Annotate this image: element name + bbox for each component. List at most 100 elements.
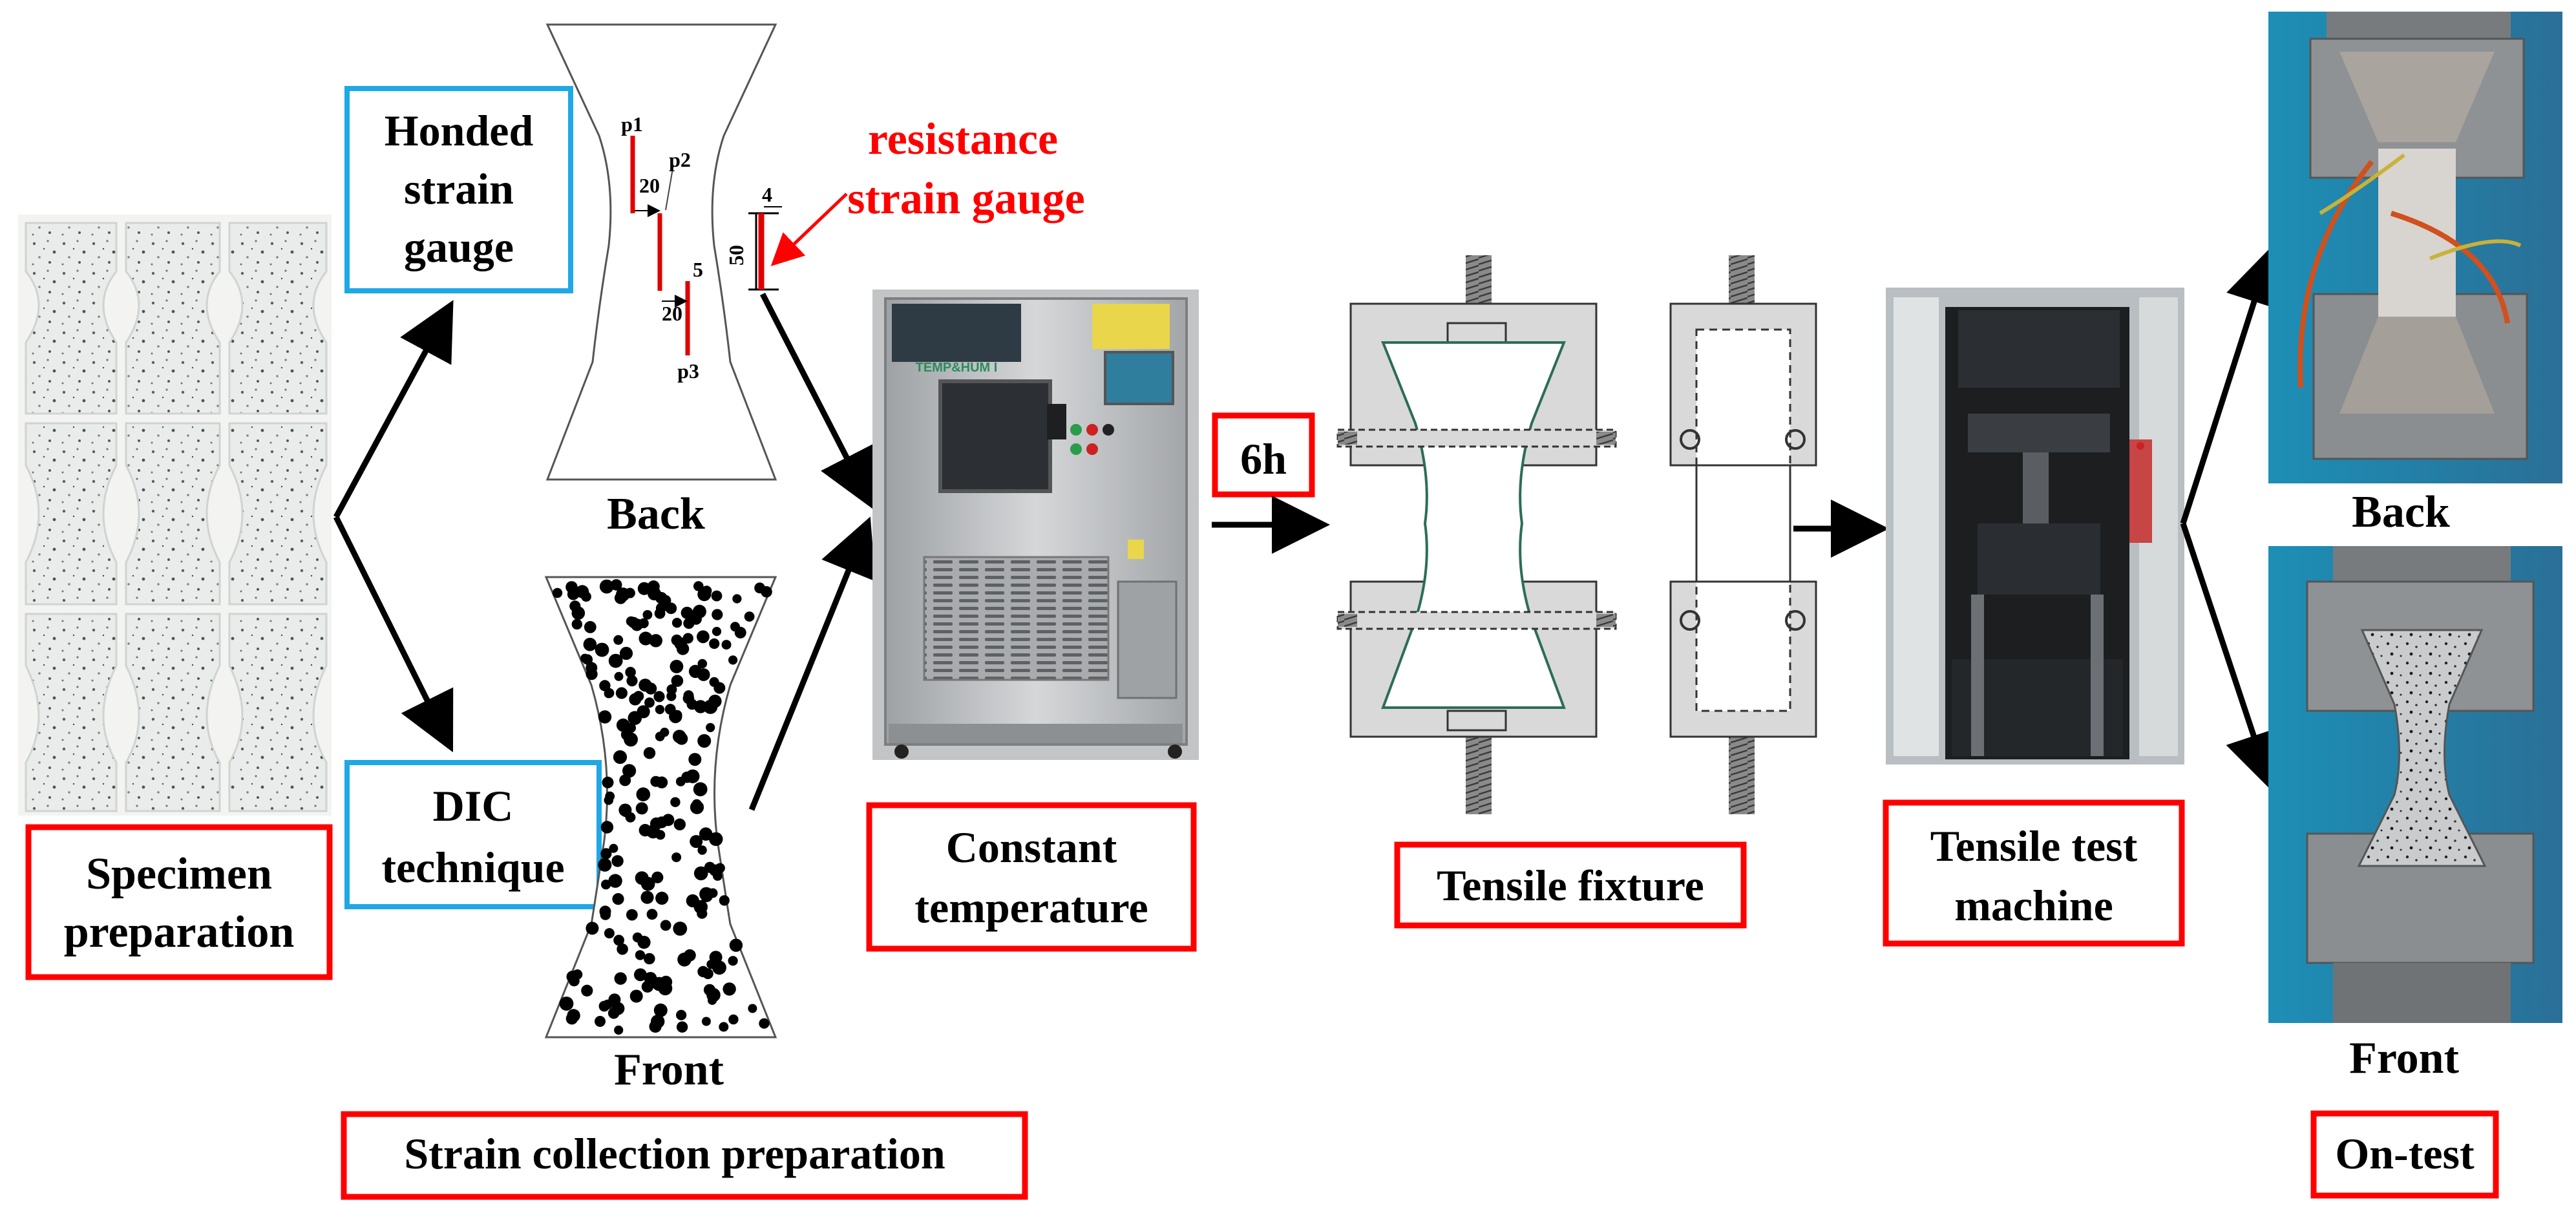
speckle-dot	[692, 604, 706, 618]
speckle-dot	[629, 693, 642, 706]
machine-photo	[1886, 288, 2184, 765]
speckle-dot	[615, 687, 628, 699]
speckle-dot	[648, 587, 661, 600]
speckle-dot	[651, 1015, 665, 1029]
speckle-dot	[699, 827, 713, 841]
speckle-dot	[688, 664, 702, 679]
speckle-dot	[613, 750, 628, 765]
speckle-dot	[655, 732, 665, 741]
speckle-dot	[582, 654, 593, 665]
speckle-dot	[682, 633, 693, 644]
speckle-dot	[748, 1004, 757, 1013]
speckle-dot	[628, 711, 642, 725]
speckle-dot	[732, 594, 742, 604]
speckle-dot	[639, 679, 652, 692]
specimen-preparation-line1: Specimen	[86, 849, 272, 899]
speckle-dot	[671, 675, 684, 687]
speckle-dot	[682, 692, 695, 704]
on-test-label: On-test	[2335, 1129, 2475, 1178]
speckle-dot	[652, 976, 666, 991]
speckle-dot	[686, 769, 700, 784]
speckle-dot	[635, 950, 646, 960]
speckle-dot	[602, 999, 613, 1009]
speckle-dot	[693, 900, 708, 914]
speckle-dot	[622, 764, 637, 778]
dic-technique-box: DIC technique	[344, 760, 602, 909]
speckle-dot	[600, 821, 614, 834]
speckle-dot	[637, 582, 651, 595]
front-caption: Front	[614, 1045, 724, 1095]
speckle-dot	[712, 627, 722, 637]
resistance-gauge-detail: 50 4 resistance strain gauge	[724, 114, 1085, 291]
speckle-dot	[614, 972, 627, 985]
speckle-dot	[744, 611, 755, 622]
speckle-dot	[704, 861, 715, 873]
speckle-dot	[721, 640, 732, 650]
speckle-dot	[584, 621, 596, 633]
speckle-dot	[655, 891, 669, 905]
specimen-preparation-line2: preparation	[64, 907, 295, 957]
speckle-dot	[706, 987, 721, 1002]
speckle-dot	[676, 1009, 687, 1020]
branch-arrows	[333, 300, 454, 753]
speckle-dot	[599, 579, 614, 594]
dic-line2: technique	[381, 843, 564, 892]
speckle-dot	[709, 832, 723, 847]
honded-line1: Honded	[385, 106, 534, 155]
speckle-dot	[715, 863, 725, 874]
dim-50: 50	[724, 245, 748, 266]
speckle-dot	[598, 858, 612, 872]
six-hours-box: 6h	[1212, 412, 1315, 498]
speckle-dot	[693, 866, 708, 881]
speckle-dot	[636, 787, 651, 801]
speckle-dot	[653, 1003, 668, 1017]
speckle-dot	[600, 848, 612, 860]
speckle-dot	[690, 835, 703, 849]
speckle-dot	[628, 617, 639, 628]
speckle-dot	[581, 591, 591, 602]
speckle-dot	[697, 734, 712, 748]
honded-line3: gauge	[404, 222, 514, 271]
speckle-dot	[571, 618, 582, 630]
speckle-dot	[709, 677, 719, 687]
speckle-dot	[571, 606, 586, 620]
chamber-brand: TEMP&HUM I	[916, 361, 998, 375]
speckle-dot	[552, 587, 563, 598]
speckle-dot	[595, 1016, 606, 1027]
speckle-dot	[639, 631, 653, 646]
dic-line1: DIC	[433, 781, 514, 830]
speckle-dot	[626, 909, 638, 921]
fixture-side-view	[1669, 255, 1817, 814]
speckle-dot	[676, 642, 690, 655]
front-right-caption: Front	[2349, 1033, 2459, 1083]
speckle-dot	[625, 812, 636, 823]
speckle-dot	[635, 802, 648, 815]
speckle-dot	[730, 622, 740, 632]
speckle-dot	[649, 634, 662, 648]
speckle-dot	[728, 1014, 739, 1025]
constant-temp-line2: temperature	[914, 883, 1148, 932]
speckle-dot	[653, 691, 665, 702]
speckle-dot	[706, 723, 715, 732]
speckle-dot	[655, 704, 665, 715]
dim-4: 4	[762, 183, 772, 206]
resistance-line1: resistance	[868, 114, 1058, 164]
chamber-screen	[1104, 351, 1174, 405]
chamber-photo: TEMP&HUM I	[872, 290, 1199, 760]
speckle-dot	[626, 675, 638, 687]
speckle-dot	[609, 843, 618, 853]
speckle-dot	[634, 968, 647, 982]
speckle-dot	[692, 799, 702, 809]
speckle-dot	[728, 655, 738, 665]
speckle-dot	[607, 1007, 620, 1019]
speckle-dot	[729, 938, 743, 952]
specimen-grid	[25, 222, 328, 812]
specimen-photo	[18, 215, 332, 816]
on-test-arrows	[2180, 246, 2282, 792]
speckle-dot	[608, 653, 623, 668]
speckle-dot	[604, 795, 614, 805]
fixture-front-view	[1336, 255, 1617, 814]
speckle-dot	[693, 782, 708, 797]
label-p3: p3	[677, 359, 699, 383]
